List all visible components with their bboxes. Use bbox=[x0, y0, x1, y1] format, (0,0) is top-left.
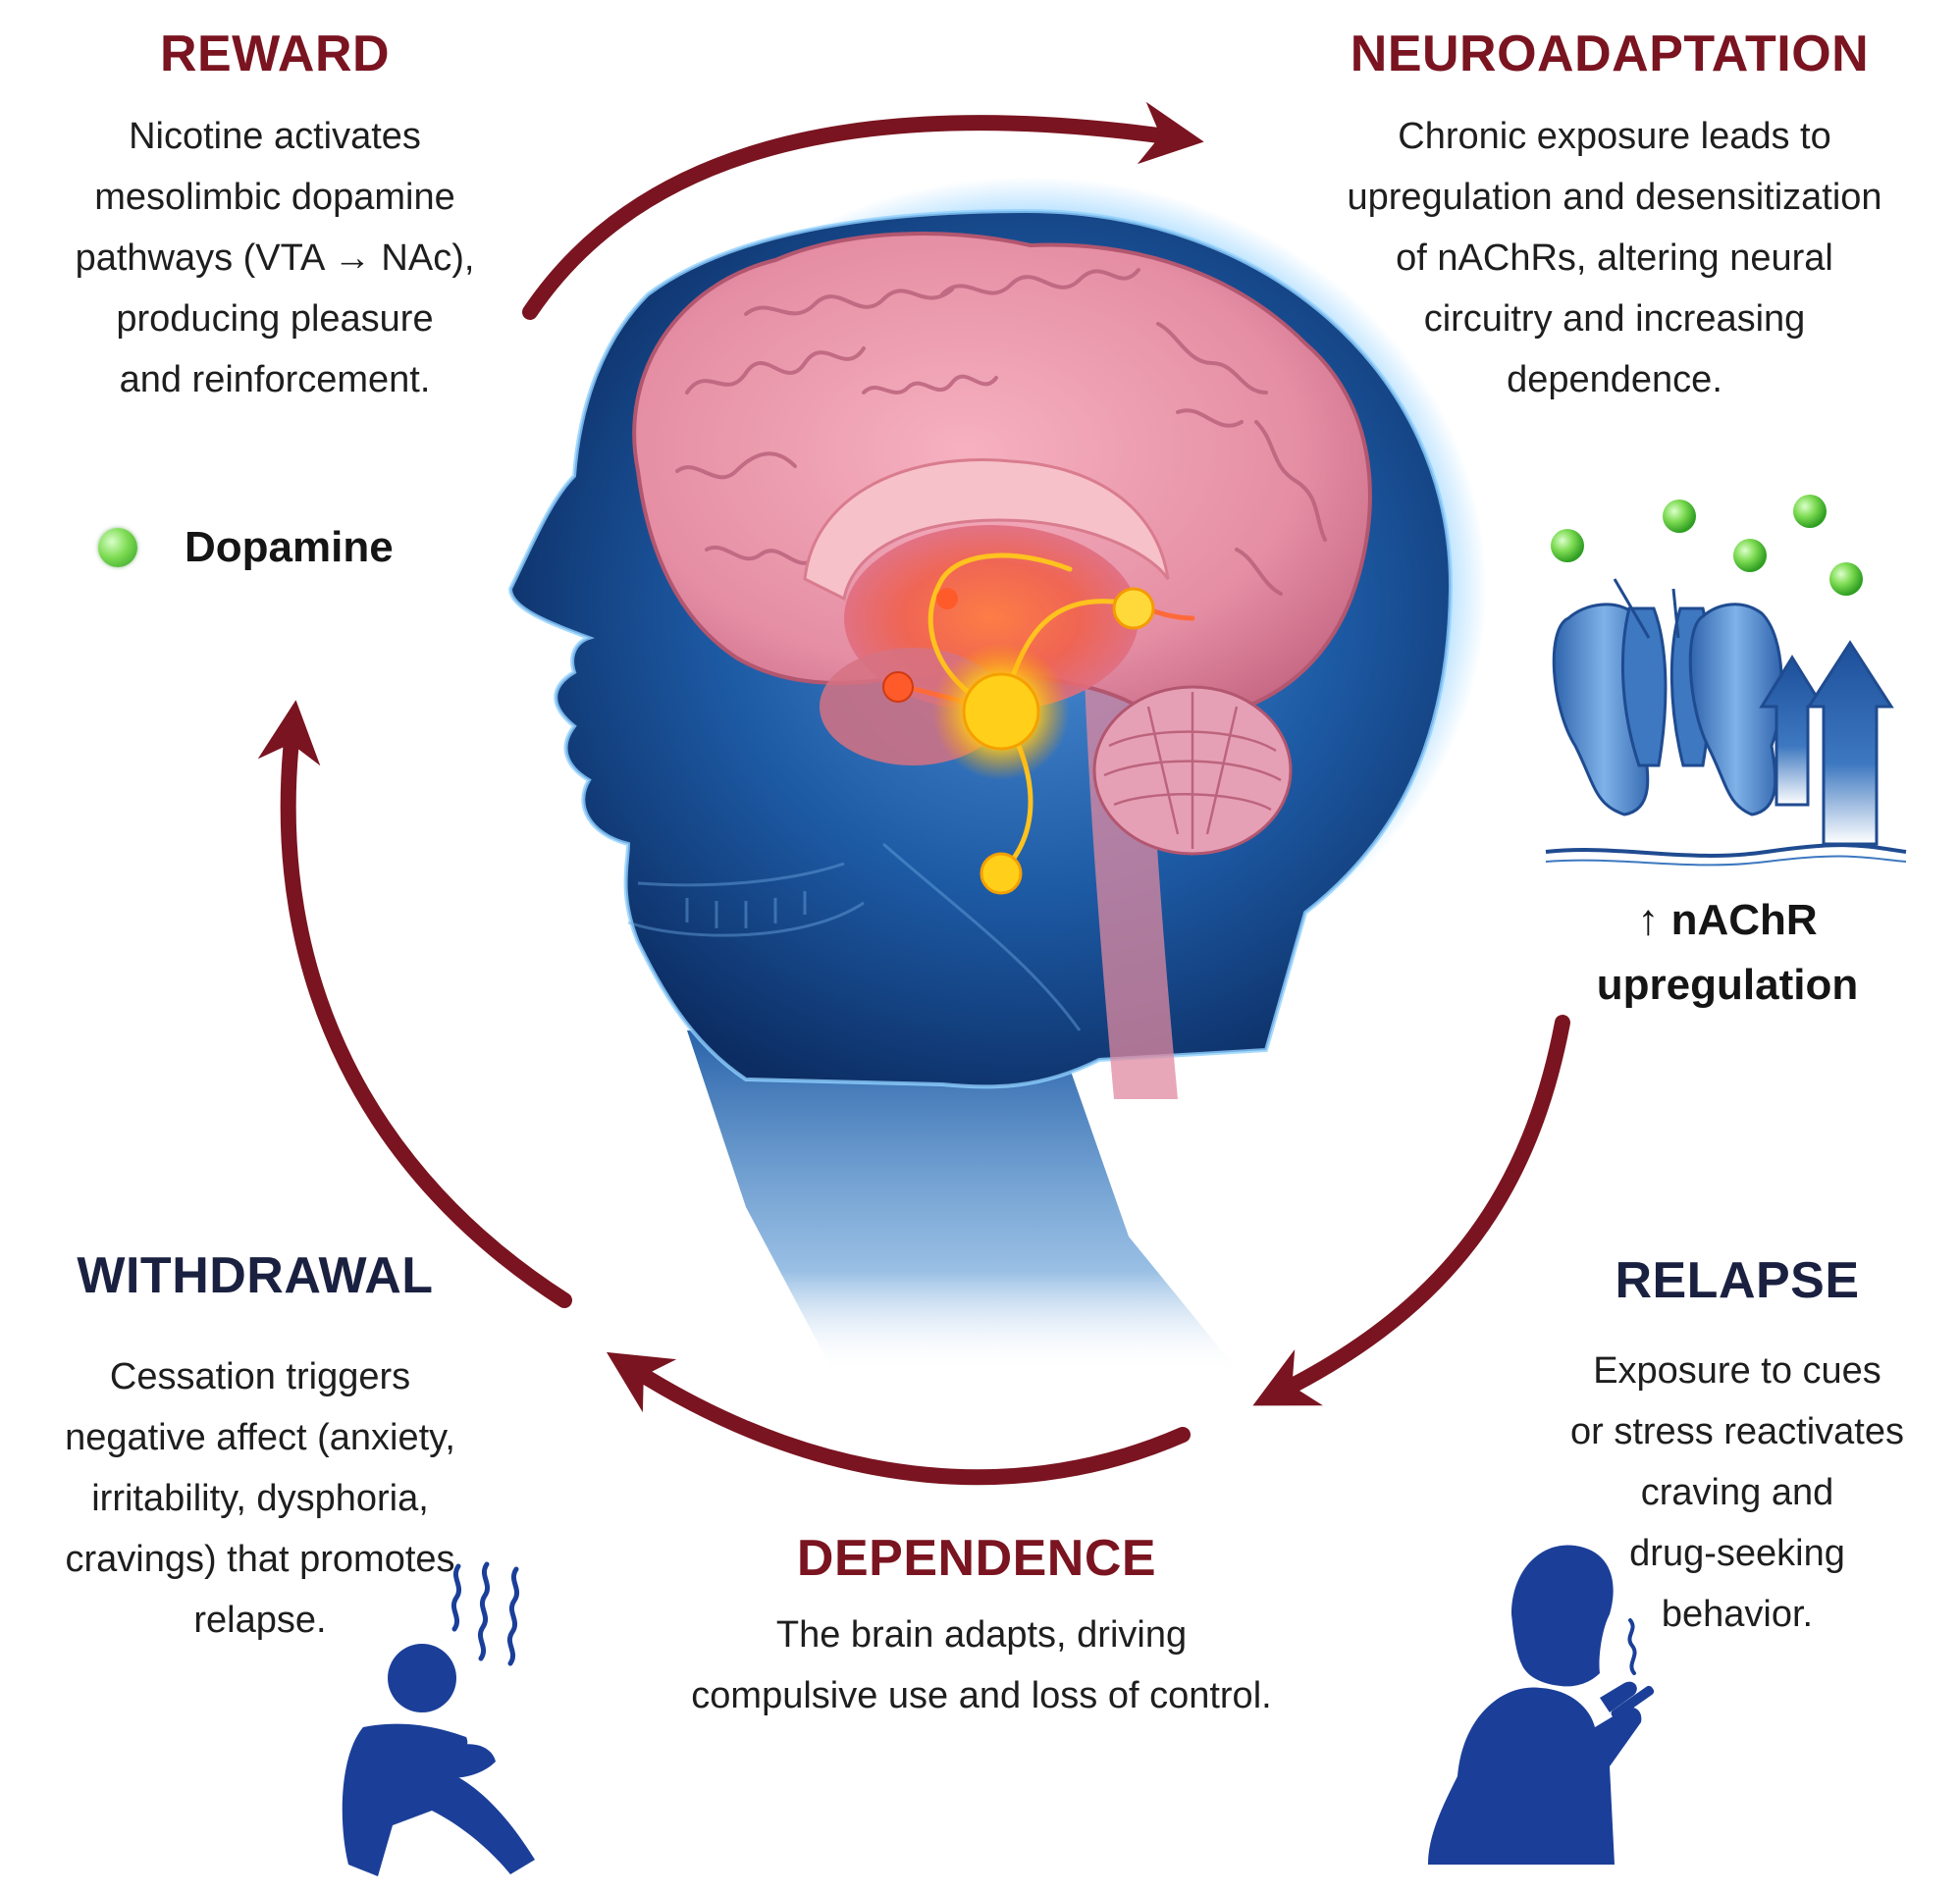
dependence-line: The brain adapts, driving bbox=[775, 1614, 1188, 1656]
receptor-label-line1: ↑ nAChR bbox=[1637, 896, 1818, 944]
relapse-line: craving and bbox=[1640, 1472, 1834, 1513]
receptor-label: ↑ nAChR upregulation bbox=[1551, 888, 1904, 1018]
withdrawal-description: Cessation triggers negative affect (anxi… bbox=[15, 1346, 505, 1651]
neuroadaptation-line: of nAChRs, altering neural bbox=[1396, 237, 1833, 279]
dopamine-particles bbox=[1551, 495, 1863, 596]
dependence-title: DEPENDENCE bbox=[796, 1530, 1157, 1587]
relapse-line: Exposure to cues bbox=[1593, 1350, 1881, 1392]
withdrawal-person-icon bbox=[342, 1561, 535, 1876]
relapse-title: RELAPSE bbox=[1615, 1252, 1860, 1309]
cerebellum bbox=[1092, 685, 1293, 856]
cycle-arrows bbox=[257, 101, 1570, 1486]
receptor-illustration bbox=[1545, 495, 1907, 867]
dopamine-legend-label: Dopamine bbox=[185, 523, 394, 571]
arrow-neuroadaptation-to-relapse bbox=[1252, 1015, 1570, 1406]
withdrawal-line: negative affect (anxiety, bbox=[65, 1417, 455, 1458]
reward-line: mesolimbic dopamine bbox=[94, 177, 455, 218]
prefrontal-node bbox=[882, 671, 914, 703]
dopamine-dot-icon bbox=[98, 528, 137, 567]
brain-illustration bbox=[632, 232, 1372, 895]
neuroadaptation-description: Chronic exposure leads to upregulation a… bbox=[1310, 106, 1919, 410]
reward-description: Nicotine activates mesolimbic dopamine p… bbox=[29, 106, 520, 410]
reward-line: pathways (VTA → NAc), bbox=[75, 237, 475, 279]
reward-title: REWARD bbox=[159, 26, 391, 82]
stress-squiggles bbox=[450, 1561, 520, 1666]
vta-node bbox=[962, 672, 1040, 751]
dependence-description: The brain adapts, driving compulsive use… bbox=[618, 1605, 1345, 1726]
membrane bbox=[1545, 843, 1907, 858]
relapse-person-icon bbox=[1428, 1545, 1655, 1865]
relapse-description: Exposure to cues or stress reactivates c… bbox=[1526, 1341, 1948, 1645]
receptor-label-line2: upregulation bbox=[1596, 961, 1859, 1009]
neuroadaptation-line: Chronic exposure leads to bbox=[1398, 116, 1831, 157]
reward-line: Nicotine activates bbox=[129, 116, 421, 157]
reward-line: and reinforcement. bbox=[119, 359, 431, 400]
striatum-node bbox=[936, 588, 958, 609]
dopamine-legend: Dopamine bbox=[98, 523, 394, 572]
dependence-line: compulsive use and loss of control. bbox=[691, 1675, 1272, 1716]
reward-line: producing pleasure bbox=[116, 298, 434, 340]
upregulation-arrows bbox=[1759, 640, 1894, 846]
withdrawal-line: Cessation triggers bbox=[109, 1356, 411, 1397]
relapse-line: drug-seeking bbox=[1629, 1533, 1845, 1574]
nac-node bbox=[1112, 587, 1155, 630]
arrow-relapse-to-dependence bbox=[606, 1351, 1191, 1486]
arrow-withdrawal-to-reward bbox=[257, 700, 572, 1308]
relapse-line: or stress reactivates bbox=[1570, 1411, 1904, 1452]
brainstem-node bbox=[980, 852, 1023, 895]
neuroadaptation-line: dependence. bbox=[1507, 359, 1722, 400]
withdrawal-line: cravings) that promotes bbox=[65, 1539, 455, 1580]
withdrawal-line: relapse. bbox=[193, 1600, 327, 1641]
neuroadaptation-title: NEUROADAPTATION bbox=[1350, 26, 1870, 82]
withdrawal-title: WITHDRAWAL bbox=[77, 1247, 434, 1304]
neuroadaptation-line: upregulation and desensitization bbox=[1347, 177, 1882, 218]
arrow-reward-to-neuroadaptation bbox=[522, 101, 1204, 320]
relapse-line: behavior. bbox=[1661, 1594, 1814, 1635]
withdrawal-line: irritability, dysphoria, bbox=[91, 1478, 429, 1519]
neuroadaptation-line: circuitry and increasing bbox=[1423, 298, 1806, 340]
